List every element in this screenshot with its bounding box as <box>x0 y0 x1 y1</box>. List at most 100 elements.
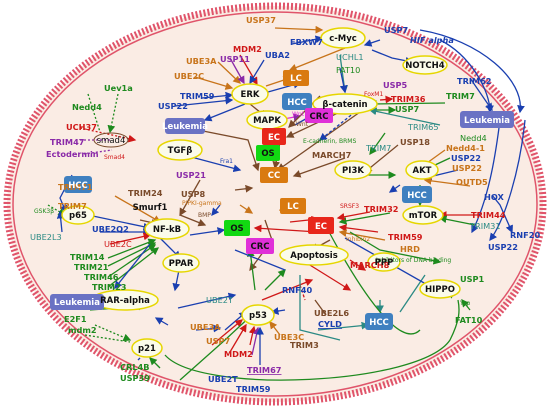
label-ube2c-top: UBE2C <box>174 71 204 81</box>
label-fra1: Fra1 <box>220 158 233 165</box>
node-label-apoptosis: Apoptosis <box>290 251 338 261</box>
label-trim47: TRIM47 <box>50 137 85 147</box>
node-smad4 <box>93 132 129 148</box>
label-bmp: BMP <box>198 212 211 219</box>
label-mdm2-left: mdm2 <box>68 325 97 335</box>
label-mdm2-bot: MDM2 <box>224 349 253 359</box>
cell-membrane-inner <box>12 11 538 397</box>
label-ube2c-mid: UBE2C <box>104 239 132 249</box>
label-usp7-bot: USP7 <box>206 336 231 346</box>
box-crc-mid <box>246 238 274 254</box>
box-os-mid <box>224 220 250 236</box>
label-ecad: E-cadherin, BRMS <box>303 138 356 145</box>
label-trim71: TRIM71 <box>58 182 93 192</box>
label-trim24: TRIM24 <box>128 188 163 198</box>
label-nedd4-right: Nedd4 <box>460 133 487 143</box>
box-leukemia-top <box>165 118 205 134</box>
label-trim7-right: TRIM7 <box>446 91 475 101</box>
label-trim36: TRIM36 <box>391 94 426 104</box>
box-lc-top <box>283 70 309 86</box>
label-uba2: UBA2 <box>265 50 290 60</box>
node-label-c-myc: c-Myc <box>329 34 357 44</box>
label-trim14: TRIM14 <box>70 252 105 262</box>
label-otud5: OUTD5 <box>456 177 488 187</box>
box-label-crc-top: CRC <box>309 112 328 122</box>
box-label-leukemia-left: Leukemia <box>54 298 100 308</box>
label-usp22-top: USP22 <box>158 101 188 111</box>
node-label-akt: AKT <box>413 166 432 176</box>
label-march8: MARCH8 <box>350 260 390 270</box>
label-uchl1: UCHL1 <box>336 52 364 62</box>
label-ube3a-bot: UBE3A <box>190 322 221 332</box>
box-hcc-right <box>402 186 432 203</box>
label-trim7-left: TRIM7 <box>58 201 87 211</box>
node-label-p21: p21 <box>138 344 156 354</box>
label-pipki: PIPKI-gamma <box>182 200 222 207</box>
label-e2f1: E2F1 <box>64 314 87 324</box>
node-notch4 <box>402 55 448 75</box>
node-label-notch4: NOTCH4 <box>405 61 444 71</box>
label-ube2l6: UBE2L6 <box>314 308 349 318</box>
node-p21 <box>131 338 163 358</box>
box-label-hcc-right: HCC <box>407 191 427 201</box>
label-trim59-top: TRIM59 <box>180 91 215 101</box>
box-ec-mid <box>308 217 334 234</box>
label-trim59-right: TRIM59 <box>388 232 423 242</box>
node-pi3k <box>334 160 372 180</box>
box-leukemia-right <box>460 111 514 128</box>
box-os-top <box>256 145 280 161</box>
label-mdm2-top: MDM2 <box>233 44 262 54</box>
node-label-smad4: smad4 <box>97 136 126 146</box>
label-trim23: TRIM23 <box>92 282 127 292</box>
label-ube3c: UBE3C <box>274 332 304 342</box>
box-label-cc: CC <box>268 171 280 181</box>
label-ube2t-bot: UBE2T <box>208 374 238 384</box>
node-mtor <box>402 205 444 225</box>
node-label-ppar: PPAR <box>169 259 194 269</box>
label-ube2t-mid: UBE2T <box>206 295 234 305</box>
label-usp8: USP8 <box>181 189 206 199</box>
node-hippo <box>419 279 461 299</box>
label-usp7-mid: USP7 <box>395 104 420 114</box>
node-label-nfkb: NF-kB <box>153 225 181 235</box>
label-srsf3: SRSF3 <box>340 203 359 210</box>
label-march7: MARCH7 <box>312 150 352 160</box>
box-label-leukemia-top: Leukemia <box>162 122 208 132</box>
label-usp5: USP5 <box>383 80 408 90</box>
label-fbxw7: FBXW7 <box>290 37 323 47</box>
label-hox: HOX <box>484 192 505 202</box>
label-trim46: TRIM46 <box>84 272 119 282</box>
label-inhibitors: Inhibitors of DNA binding <box>376 257 451 264</box>
label-usp37: USP37 <box>246 15 276 25</box>
label-usp39: USP39 <box>120 373 150 383</box>
node-label-beta-catenin: β-catenin <box>322 100 367 110</box>
label-rnf40: RNF40 <box>282 285 312 295</box>
box-lc-mid <box>280 198 306 214</box>
box-leukemia-left <box>50 294 104 310</box>
box-label-hcc-bottom: HCC <box>369 318 389 328</box>
label-nedd4-left: Nedd4 <box>72 102 102 112</box>
node-label-hippo: HIPPO <box>425 285 455 295</box>
label-trim32: TRIM32 <box>364 204 398 214</box>
label-uev1a: Uev1a <box>104 83 133 93</box>
box-label-leukemia-right: Leukemia <box>464 116 510 126</box>
label-trim44: TRIM44 <box>471 210 506 220</box>
label-hif-alpha: HIF alpha <box>410 35 454 45</box>
label-usp22-right2: USP22 <box>452 163 482 173</box>
label-usp22-far: USP22 <box>488 242 518 252</box>
label-trim3: TRIM3 <box>290 340 319 350</box>
label-trim31: TRIM31 <box>469 221 501 231</box>
label-ectodermin: Ectodermin <box>46 149 99 159</box>
label-hrd: HRD <box>400 244 420 254</box>
box-label-hcc-left: HCC <box>68 181 88 191</box>
label-uch37: UCH37 <box>66 122 97 132</box>
box-label-os-mid: OS <box>230 224 243 234</box>
label-yap: Yap <box>459 300 471 307</box>
label-fat10-bot: FAT10 <box>455 315 483 325</box>
node-label-erk: ERK <box>241 90 260 100</box>
box-hcc-bottom <box>365 313 393 330</box>
label-usp1: USP1 <box>460 274 485 284</box>
box-label-hcc-top: HCC <box>287 98 307 108</box>
node-label-mtor: mTOR <box>409 211 438 221</box>
